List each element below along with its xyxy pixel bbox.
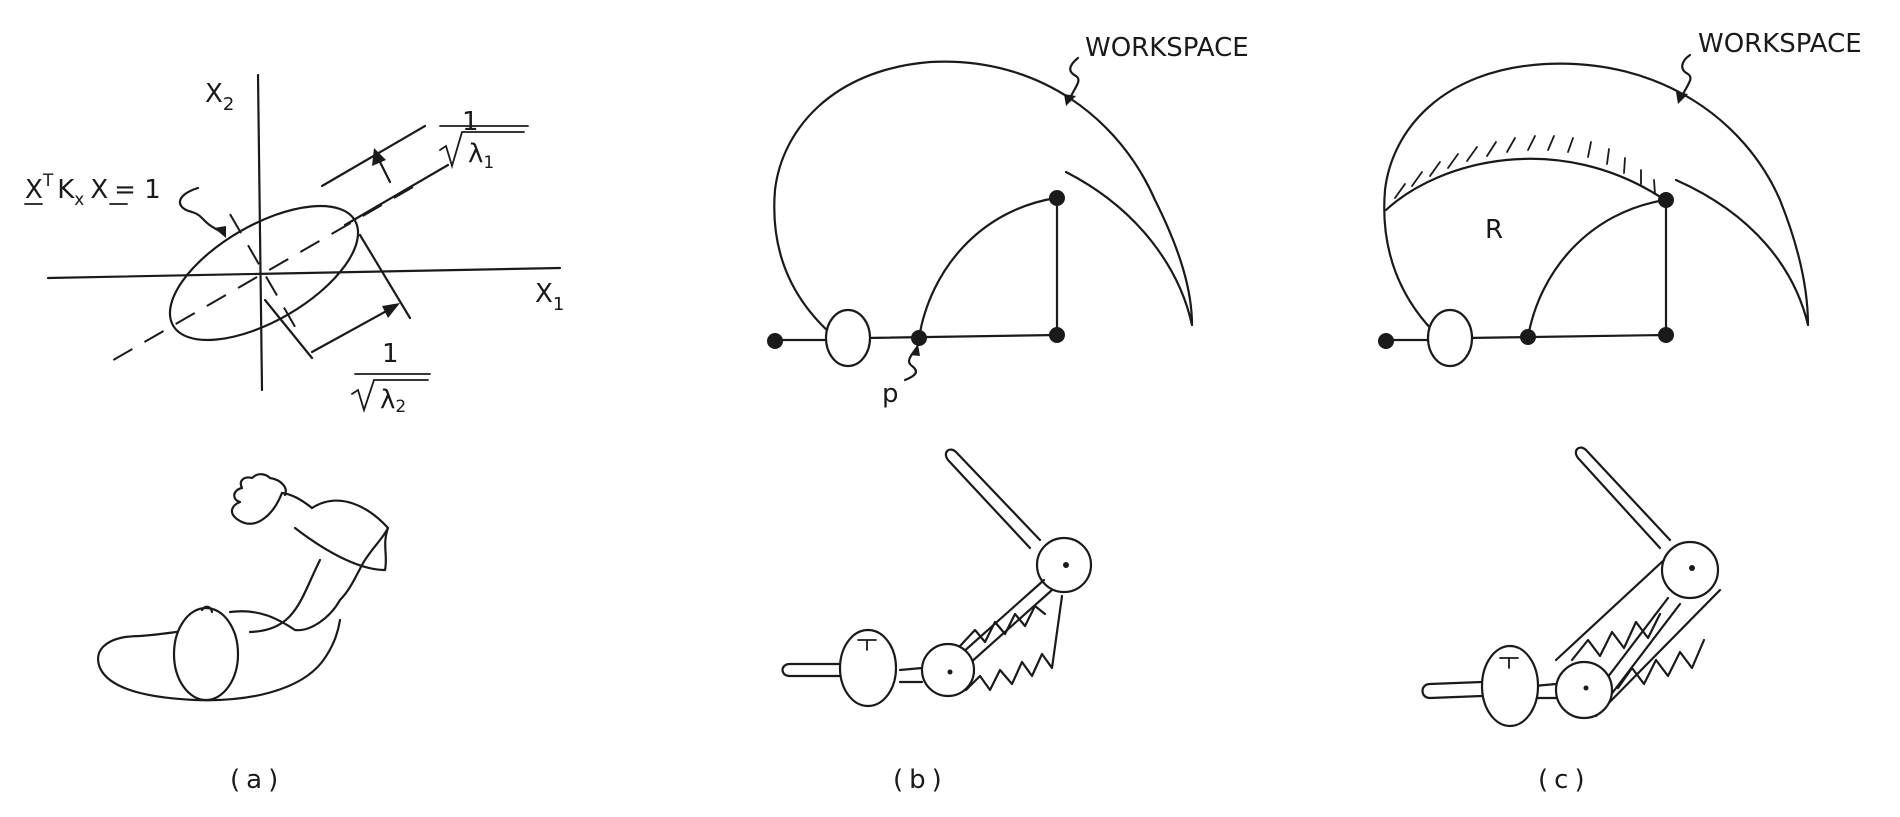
eigen1-denominator: λ1 — [468, 139, 494, 173]
base-link-c — [1421, 680, 1484, 700]
point-p-label: p — [882, 379, 899, 409]
equation-pointer — [178, 186, 224, 234]
x2-axis-label: X2 — [205, 79, 234, 115]
right-shoulder-outline — [194, 618, 342, 702]
shoulder-joint-c — [1554, 660, 1614, 720]
workspace-outline-c — [1383, 62, 1810, 340]
forearm-link-c — [1574, 446, 1672, 550]
minor-axis-dashed — [229, 213, 299, 332]
upper-link-top-c — [1596, 596, 1670, 692]
fist-outline — [230, 473, 287, 525]
dim-arrow-2 — [310, 306, 394, 354]
workspace-outline — [773, 60, 1194, 342]
eigen2-denominator: λ2 — [380, 385, 406, 417]
x1-axis-label: X1 — [535, 279, 564, 315]
joint-top-c — [1658, 192, 1674, 208]
link-arc — [917, 196, 1058, 340]
dim-line-1b — [343, 163, 450, 227]
arrowhead-2 — [382, 303, 400, 318]
shoulder-center-c — [1583, 685, 1589, 691]
joint-top — [1049, 190, 1065, 206]
shoulder-joint-b — [920, 642, 976, 698]
robot-arm-b — [781, 448, 1093, 708]
upper-link-bottom-c — [1608, 602, 1682, 698]
joint-p — [911, 330, 927, 346]
base-ellipse-c — [1480, 644, 1540, 728]
spring-lower-c — [1616, 638, 1706, 690]
sqrt-sign-1 — [439, 131, 525, 170]
panel-b: p WORKSPACE (b) — [767, 33, 1249, 795]
caption-a: (a) — [230, 765, 284, 795]
panel-c: R WORKSPACE — [1378, 29, 1862, 795]
head-circle — [172, 606, 240, 702]
p-pointer — [903, 348, 918, 382]
shoulder-link-b — [898, 666, 924, 684]
dim-line-2a — [358, 233, 412, 320]
elbow-outline — [280, 491, 314, 510]
base-link-b — [781, 662, 842, 678]
body-ellipse — [824, 308, 872, 368]
joint-right — [1049, 327, 1065, 343]
stiffness-ellipse-group — [112, 184, 417, 361]
equation-arrowhead — [214, 226, 226, 238]
link-arc-c — [1526, 198, 1667, 339]
eigen1-numerator: 1 — [462, 107, 479, 137]
eigenvalue-2-label: 1 λ2 — [351, 339, 431, 417]
forearm-link-b — [944, 448, 1042, 550]
eigenvalue-1-label: 1 λ1 — [439, 107, 529, 173]
spring-lower-b — [964, 594, 1064, 692]
arrowhead-1 — [372, 148, 386, 166]
caption-b: (b) — [893, 765, 948, 795]
x1-axis — [46, 266, 562, 280]
major-axis-dashed — [112, 184, 417, 361]
workspace-pointer-b — [1068, 56, 1080, 100]
base-link-right-c — [1464, 333, 1668, 340]
body-ellipse-c — [1426, 308, 1474, 368]
joint-left — [767, 333, 783, 349]
joint-middle-c — [1520, 329, 1536, 345]
base-marker-c — [1499, 657, 1519, 669]
right-upper-arm-outline — [228, 499, 390, 632]
region-r-label: R — [1485, 215, 1503, 245]
caption-c: (c) — [1538, 765, 1591, 795]
region-boundary — [1384, 157, 1667, 212]
workspace-label-b: WORKSPACE — [1085, 33, 1249, 63]
workspace-arrowhead-b — [1064, 94, 1076, 106]
nose-outline — [200, 605, 214, 614]
bracket-bottom-c — [1594, 588, 1722, 718]
workspace-pointer-c — [1680, 53, 1692, 98]
region-hatching — [1394, 135, 1656, 199]
bracket-top-c — [1554, 558, 1666, 662]
dim-line-2b — [263, 298, 314, 360]
forearm-inner — [293, 526, 390, 572]
shoulder-center-b — [947, 669, 953, 675]
elbow-center-b — [1063, 562, 1069, 568]
joint-left-c — [1378, 333, 1394, 349]
workspace-arrowhead-c — [1676, 92, 1688, 104]
base-ellipse-b — [838, 628, 898, 708]
elbow-center-c — [1689, 565, 1695, 571]
upper-arm-inner — [248, 558, 322, 634]
human-arm-drawing — [97, 473, 390, 702]
p-arrowhead — [910, 344, 920, 356]
x2-axis — [256, 73, 264, 392]
robot-arm-c — [1421, 446, 1722, 728]
spring-upper-b — [958, 604, 1047, 648]
upper-link-top-b — [950, 578, 1046, 664]
base-marker-b — [857, 639, 877, 651]
workspace-label-c: WORKSPACE — [1698, 29, 1862, 59]
base-link-right — [864, 333, 1059, 340]
spring-upper-c — [1570, 612, 1662, 662]
joint-right-c — [1658, 327, 1674, 343]
sqrt-sign-2 — [351, 379, 429, 413]
eigen2-numerator: 1 — [382, 339, 399, 369]
